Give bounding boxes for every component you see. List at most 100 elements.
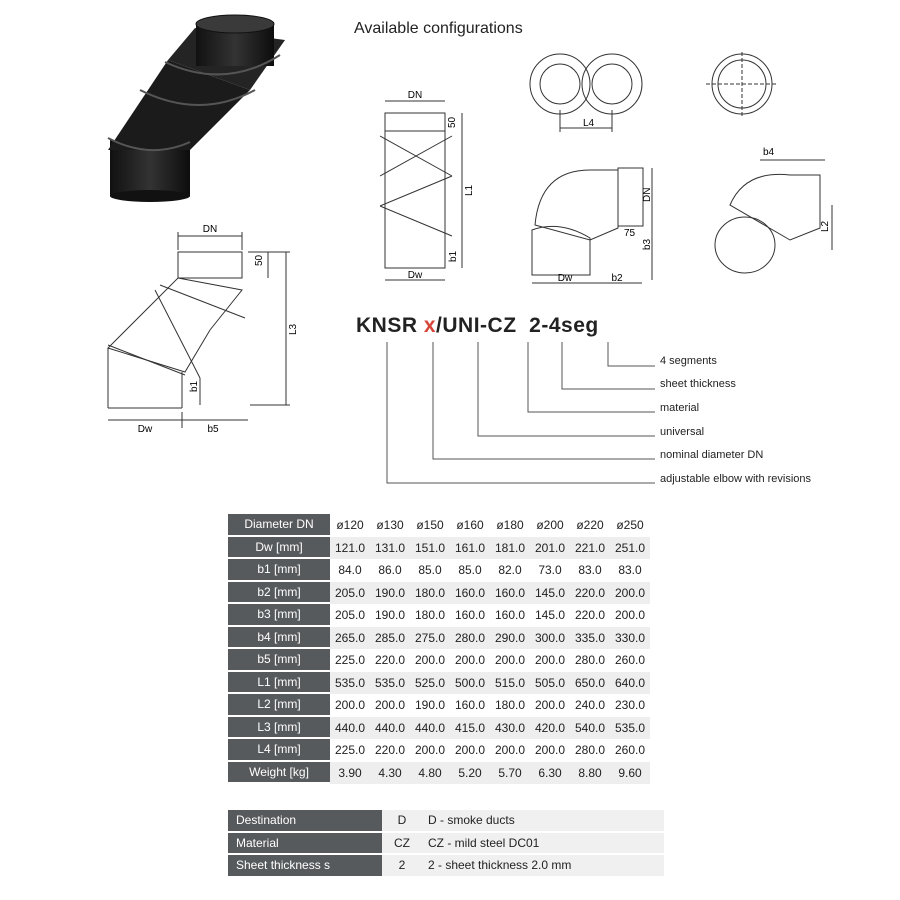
table-cell: 300.0 [530, 626, 570, 649]
table-cell: ø200 [530, 514, 570, 537]
table-cell: 505.0 [530, 671, 570, 694]
table-cell: 160.0 [490, 604, 530, 627]
table-cell: 200.0 [370, 694, 410, 717]
table-cell: 4.30 [370, 761, 410, 784]
table-cell: 83.0 [610, 559, 650, 582]
row-header: b2 [mm] [228, 581, 330, 604]
row-header: L3 [mm] [228, 716, 330, 739]
table-cell: 225.0 [330, 649, 370, 672]
table-cell: 161.0 [450, 536, 490, 559]
table-cell: 290.0 [490, 626, 530, 649]
b4-label: b4 [763, 147, 775, 158]
table-cell: 121.0 [330, 536, 370, 559]
table-cell: 515.0 [490, 671, 530, 694]
legend-material: material [660, 402, 700, 414]
table-cell: ø250 [610, 514, 650, 537]
row-header: L2 [mm] [228, 694, 330, 717]
table-cell: 440.0 [370, 716, 410, 739]
table-cell: 4.80 [410, 761, 450, 784]
table-cell: 540.0 [570, 716, 610, 739]
straight-drawing: DN 50 L1 b1 Dw [379, 90, 475, 281]
b3-label: b3 [642, 238, 653, 250]
table-cell: 200.0 [410, 649, 450, 672]
table-cell: 415.0 [450, 716, 490, 739]
legend-adjustable-elbow: adjustable elbow with revisions [660, 473, 812, 485]
mid-b1-label: b1 [448, 250, 459, 262]
b1-label: b1 [189, 380, 200, 392]
table-cell: 200.0 [490, 739, 530, 762]
table-cell: 260.0 [610, 649, 650, 672]
table-cell: 8.80 [570, 761, 610, 784]
table-cell: 221.0 [570, 536, 610, 559]
table-cell: 145.0 [530, 604, 570, 627]
table-cell: 220.0 [370, 649, 410, 672]
table-cell: 6.30 [530, 761, 570, 784]
table-cell: 200.0 [530, 739, 570, 762]
table-cell: 181.0 [490, 536, 530, 559]
legend-universal: universal [660, 426, 705, 438]
table-cell: 201.0 [530, 536, 570, 559]
row-header: Material [228, 832, 382, 855]
table-cell: 200.0 [610, 581, 650, 604]
table-cell: 200.0 [450, 739, 490, 762]
row-header: Sheet thickness s [228, 855, 382, 878]
legend-nominal-diameter: nominal diameter DN [660, 449, 764, 461]
table-cell: ø220 [570, 514, 610, 537]
table-cell: ø160 [450, 514, 490, 537]
row-header: b4 [mm] [228, 626, 330, 649]
table-cell: 275.0 [410, 626, 450, 649]
table-cell: 180.0 [410, 581, 450, 604]
table-cell: 84.0 [330, 559, 370, 582]
table-cell: 335.0 [570, 626, 610, 649]
table-cell: 160.0 [450, 694, 490, 717]
table-cell: 180.0 [490, 694, 530, 717]
table-cell: 160.0 [450, 604, 490, 627]
code-cell: D [382, 810, 422, 833]
dn-label: DN [203, 224, 217, 235]
l1-label: L1 [464, 184, 475, 196]
legend-sheet-thickness: sheet thickness [660, 378, 736, 390]
r-dw-label: Dw [558, 273, 573, 284]
table-cell: 200.0 [410, 739, 450, 762]
row-header: Destination [228, 810, 382, 833]
table-cell: 205.0 [330, 581, 370, 604]
row-header: b3 [mm] [228, 604, 330, 627]
table-cell: 650.0 [570, 671, 610, 694]
legend-segments: 4 segments [660, 355, 717, 367]
top-view-drawings: L4 [529, 52, 778, 132]
table-cell: 200.0 [490, 649, 530, 672]
table-cell: 280.0 [570, 739, 610, 762]
code-part-dn: x [423, 314, 437, 337]
table-cell: 180.0 [410, 604, 450, 627]
table-cell: 83.0 [570, 559, 610, 582]
description-cell: D - smoke ducts [422, 810, 664, 833]
table-cell: 280.0 [450, 626, 490, 649]
row-header: L4 [mm] [228, 739, 330, 762]
row-header: Diameter DN [228, 514, 330, 537]
table-cell: 430.0 [490, 716, 530, 739]
l4-label: L4 [583, 118, 595, 129]
table-cell: 330.0 [610, 626, 650, 649]
table-cell: ø120 [330, 514, 370, 537]
b5-label: b5 [207, 424, 219, 435]
page-title: Available configurations [354, 20, 523, 37]
table-cell: 640.0 [610, 671, 650, 694]
table-cell: 145.0 [530, 581, 570, 604]
table-cell: 535.0 [610, 716, 650, 739]
l3-label: L3 [288, 323, 299, 335]
table-cell: 5.20 [450, 761, 490, 784]
table-cell: 131.0 [370, 536, 410, 559]
table-cell: 85.0 [450, 559, 490, 582]
row-header: b5 [mm] [228, 649, 330, 672]
table-cell: 200.0 [330, 694, 370, 717]
table-cell: 440.0 [410, 716, 450, 739]
table-cell: 240.0 [570, 694, 610, 717]
table-cell: 280.0 [570, 649, 610, 672]
elbow-side-drawing: DN 50 L3 b1 Dw b5 [107, 224, 299, 435]
